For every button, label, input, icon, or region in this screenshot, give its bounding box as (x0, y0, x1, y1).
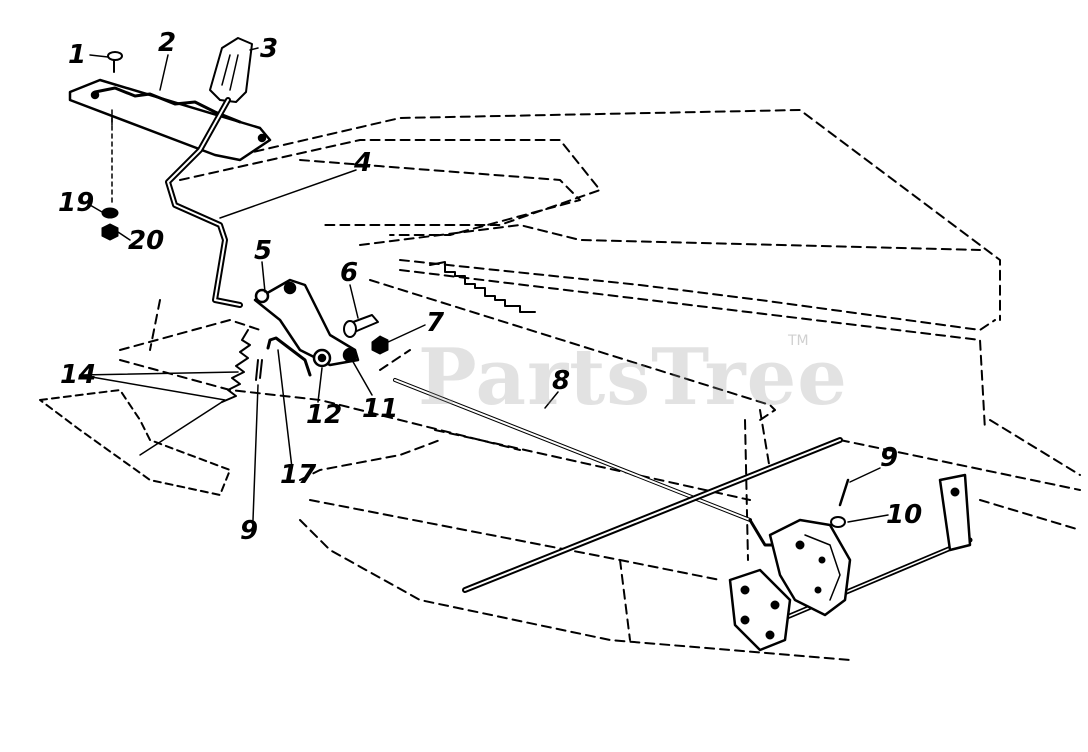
bolt-part (343, 314, 379, 338)
shift-knob (209, 37, 253, 103)
footrest-phantom (39, 389, 231, 496)
callout-3: 3 (260, 34, 279, 64)
shift-plate (68, 78, 272, 162)
callout-10: 10 (886, 500, 923, 530)
clip-part (266, 336, 312, 377)
quadrant-plate (768, 518, 852, 617)
callout-2: 2 (158, 28, 177, 58)
callout-5: 5 (254, 236, 273, 266)
washer-part-10 (830, 516, 846, 528)
tractor-frame-phantom (119, 109, 1081, 661)
partstree-watermark: PartsTree (418, 332, 848, 423)
leader-lines (79, 47, 889, 523)
hub-plate (728, 568, 792, 652)
screw-part (107, 51, 123, 73)
callout-7: 7 (426, 308, 445, 338)
callout-1: 1 (68, 40, 87, 70)
washer-part (101, 207, 119, 219)
lift-arm (938, 473, 972, 552)
callout-11: 11 (362, 394, 399, 424)
callout-17: 17 (280, 460, 317, 490)
notched-edge (429, 261, 536, 313)
nut-part (101, 223, 119, 241)
callout-20: 20 (128, 226, 165, 256)
cotter-pin-left (255, 359, 263, 381)
callout-14: 14 (60, 360, 97, 390)
callout-4: 4 (354, 148, 373, 178)
spring-part (221, 329, 251, 403)
callout-9-right: 9 (880, 443, 899, 473)
trademark-mark: TM (788, 333, 809, 349)
callout-8: 8 (552, 366, 571, 396)
callout-6: 6 (340, 258, 359, 288)
callout-19: 19 (58, 188, 95, 218)
callout-12: 12 (306, 400, 343, 430)
nut-part-7 (371, 335, 389, 355)
pivot-bracket (253, 278, 360, 368)
cotter-pin-right (838, 478, 850, 507)
callout-9-left: 9 (240, 516, 259, 546)
